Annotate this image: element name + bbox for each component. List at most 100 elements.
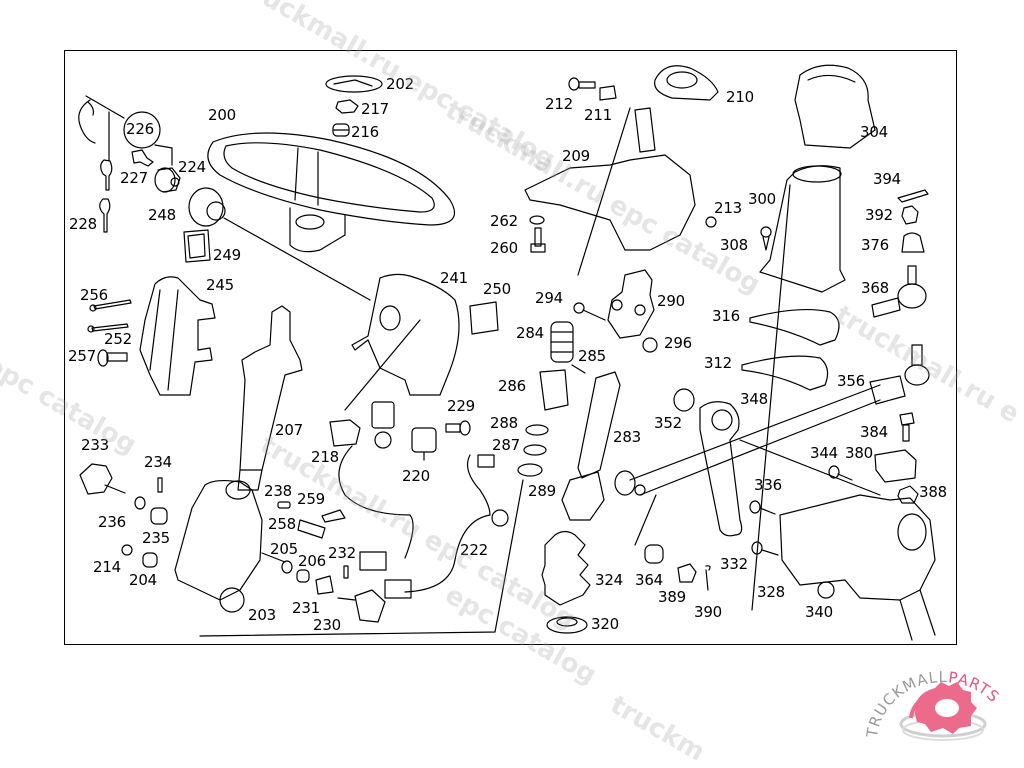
part-234-pin[interactable] xyxy=(157,477,163,493)
callout-259[interactable]: 259 xyxy=(297,490,326,508)
part-286-sleeve[interactable] xyxy=(539,369,569,411)
part-262-clip[interactable] xyxy=(529,215,545,225)
callout-205[interactable]: 205 xyxy=(270,540,299,558)
part-232-pin[interactable] xyxy=(343,565,349,579)
part-212-bolt[interactable] xyxy=(568,77,596,91)
callout-289[interactable]: 289 xyxy=(528,482,557,500)
callout-388[interactable]: 388 xyxy=(919,483,948,501)
callout-236[interactable]: 236 xyxy=(98,513,127,531)
callout-202[interactable]: 202 xyxy=(386,75,415,93)
part-222-wiring-harness[interactable] xyxy=(199,445,524,637)
callout-312[interactable]: 312 xyxy=(704,354,733,372)
part-352-bushing[interactable] xyxy=(673,388,695,412)
callout-336[interactable]: 336 xyxy=(754,476,783,494)
part-340-nut[interactable] xyxy=(817,581,835,599)
part-218-switch[interactable] xyxy=(329,401,395,449)
part-368-ball-joint[interactable] xyxy=(871,265,927,318)
callout-287[interactable]: 287 xyxy=(492,436,521,454)
part-205-washer[interactable] xyxy=(281,560,293,574)
part-384-bolt[interactable] xyxy=(899,412,915,442)
callout-252[interactable]: 252 xyxy=(104,330,133,348)
callout-308[interactable]: 308 xyxy=(720,236,749,254)
callout-283[interactable]: 283 xyxy=(613,428,642,446)
callout-241[interactable]: 241 xyxy=(440,269,469,287)
part-288-washer[interactable] xyxy=(525,424,549,436)
callout-324[interactable]: 324 xyxy=(595,571,624,589)
part-211-clip[interactable] xyxy=(599,85,617,101)
callout-352[interactable]: 352 xyxy=(654,414,683,432)
part-344-bolt[interactable] xyxy=(828,465,853,481)
part-241-column-shroud[interactable] xyxy=(344,273,460,411)
part-258-plate[interactable] xyxy=(297,519,326,539)
callout-304[interactable]: 304 xyxy=(860,123,889,141)
callout-216[interactable]: 216 xyxy=(351,123,380,141)
callout-210[interactable]: 210 xyxy=(726,88,755,106)
part-226-lock-assembly[interactable] xyxy=(78,95,173,166)
part-289-washer[interactable] xyxy=(517,463,543,477)
part-249-gasket[interactable] xyxy=(183,229,211,263)
part-394-cotter-pin[interactable] xyxy=(897,189,929,203)
callout-284[interactable]: 284 xyxy=(516,324,545,342)
part-283-intermediate-shaft[interactable] xyxy=(561,371,621,521)
callout-248[interactable]: 248 xyxy=(148,206,177,224)
callout-316[interactable]: 316 xyxy=(712,307,741,325)
callout-320[interactable]: 320 xyxy=(591,615,620,633)
part-206-bushing[interactable] xyxy=(296,569,310,583)
callout-232[interactable]: 232 xyxy=(328,544,357,562)
part-245-column-cover[interactable] xyxy=(139,276,216,396)
part-210-boot-seal[interactable] xyxy=(654,65,719,101)
part-320-mount[interactable] xyxy=(546,616,588,634)
part-236-washer[interactable] xyxy=(134,496,146,510)
part-260-bolt[interactable] xyxy=(530,227,546,253)
callout-206[interactable]: 206 xyxy=(298,552,327,570)
part-217-nut[interactable] xyxy=(335,99,359,114)
part-207-steering-column[interactable] xyxy=(237,305,303,491)
part-348-pitman-arm[interactable] xyxy=(699,401,881,537)
part-392-nut[interactable] xyxy=(901,205,919,225)
part-312-seal[interactable] xyxy=(741,355,829,391)
part-300-boot[interactable] xyxy=(751,165,846,611)
part-224-lock-cylinder[interactable] xyxy=(154,167,181,193)
callout-294[interactable]: 294 xyxy=(535,289,564,307)
callout-229[interactable]: 229 xyxy=(447,397,476,415)
part-214-nipple[interactable] xyxy=(121,544,133,556)
callout-250[interactable]: 250 xyxy=(483,280,512,298)
part-388-nut[interactable] xyxy=(897,485,919,504)
callout-390[interactable]: 390 xyxy=(694,603,723,621)
callout-226[interactable]: 226 xyxy=(126,120,155,138)
callout-207[interactable]: 207 xyxy=(275,421,304,439)
callout-233[interactable]: 233 xyxy=(81,436,110,454)
part-213-plug[interactable] xyxy=(705,216,717,228)
callout-256[interactable]: 256 xyxy=(80,286,109,304)
part-209-column-bracket[interactable] xyxy=(524,107,696,276)
callout-211[interactable]: 211 xyxy=(584,106,613,124)
callout-340[interactable]: 340 xyxy=(805,603,834,621)
callout-384[interactable]: 384 xyxy=(860,423,889,441)
part-389-castle-nut[interactable] xyxy=(677,563,697,583)
callout-257[interactable]: 257 xyxy=(68,347,97,365)
part-332-bolt[interactable] xyxy=(751,541,779,556)
callout-328[interactable]: 328 xyxy=(757,583,786,601)
part-294-bolt[interactable] xyxy=(573,302,606,321)
callout-213[interactable]: 213 xyxy=(714,199,743,217)
part-336-bolt[interactable] xyxy=(749,500,776,515)
callout-300[interactable]: 300 xyxy=(748,190,777,208)
part-203-steering-gear[interactable] xyxy=(174,479,286,613)
callout-224[interactable]: 224 xyxy=(178,158,207,176)
part-228-key[interactable] xyxy=(99,159,113,233)
callout-231[interactable]: 231 xyxy=(292,599,321,617)
part-200-steering-wheel[interactable] xyxy=(207,132,455,253)
callout-380[interactable]: 380 xyxy=(845,444,874,462)
callout-368[interactable]: 368 xyxy=(861,279,890,297)
callout-332[interactable]: 332 xyxy=(720,555,749,573)
callout-356[interactable]: 356 xyxy=(837,372,866,390)
part-296-nut[interactable] xyxy=(642,337,658,353)
part-324-bellows[interactable] xyxy=(541,530,591,606)
callout-249[interactable]: 249 xyxy=(213,246,242,264)
callout-260[interactable]: 260 xyxy=(490,239,519,257)
callout-262[interactable]: 262 xyxy=(490,212,519,230)
callout-392[interactable]: 392 xyxy=(865,206,894,224)
part-233-adjuster[interactable] xyxy=(79,463,126,495)
callout-200[interactable]: 200 xyxy=(208,106,237,124)
part-290-universal-joint[interactable] xyxy=(607,269,655,339)
